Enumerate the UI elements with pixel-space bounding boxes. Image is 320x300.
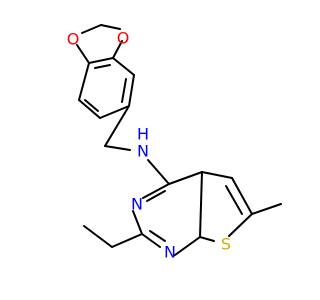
atom-o2-label: O [117,29,130,48]
atom-n-ring-bottom-label: N [164,243,176,262]
bond-c7a-c5 [112,57,135,76]
bond-s-c7a [199,236,215,242]
bond-n3-c2 [132,210,143,235]
bond-c1-c2 [78,99,101,119]
bond-c5-c6 [231,177,253,215]
bond-o1-ch2 [81,24,102,34]
structure-diagram: O O N H N N S [67,24,282,262]
bond-c6-s [228,213,253,237]
bond-o2-c7a [112,40,123,59]
atom-s-label: S [221,235,231,254]
bonds [76,24,282,256]
atom-n-amine-label: N [137,142,149,161]
atom-o1-label: O [67,30,80,49]
molecule-canvas: O O N H N N S [66,24,282,262]
bond-c2-c3a [78,62,90,101]
bond-c6-ch2 [104,105,130,147]
bond-ch2-o2 [100,24,121,30]
bond-c5-c6 [128,74,135,107]
bond-c4-c4a [168,171,203,185]
atom-h-label: H [137,125,149,144]
bond-c7a-c4a [199,171,203,238]
bond-ch2-n [104,145,131,151]
bond-c5-c6-double [225,185,243,215]
bond-ethyl-2 [83,225,113,248]
bond-c2-n1 [141,233,161,248]
bond-c2-ethyl-1 [111,233,143,248]
bond-c3a-c7a [88,57,114,64]
bond-c3a-c7a-inner [94,64,111,69]
bond-c4-n3 [142,183,170,199]
bond-o1-c3a [76,44,90,64]
bond-c6-methyl [251,203,282,215]
bond-n-c4 [147,159,170,185]
atom-labels: O O N H N N S [67,29,231,262]
bond-c6-c1 [99,105,130,119]
bond-c1-c2-inner [84,99,99,112]
atom-n-ring-left-label: N [131,195,143,214]
bond-c4a-c5 [201,171,233,179]
bond-c5-c6-inner [121,78,127,103]
bond-c4-n3-double [146,190,166,202]
bond-c2-n1-double [149,230,166,242]
bond-n1-c7a [174,236,201,256]
